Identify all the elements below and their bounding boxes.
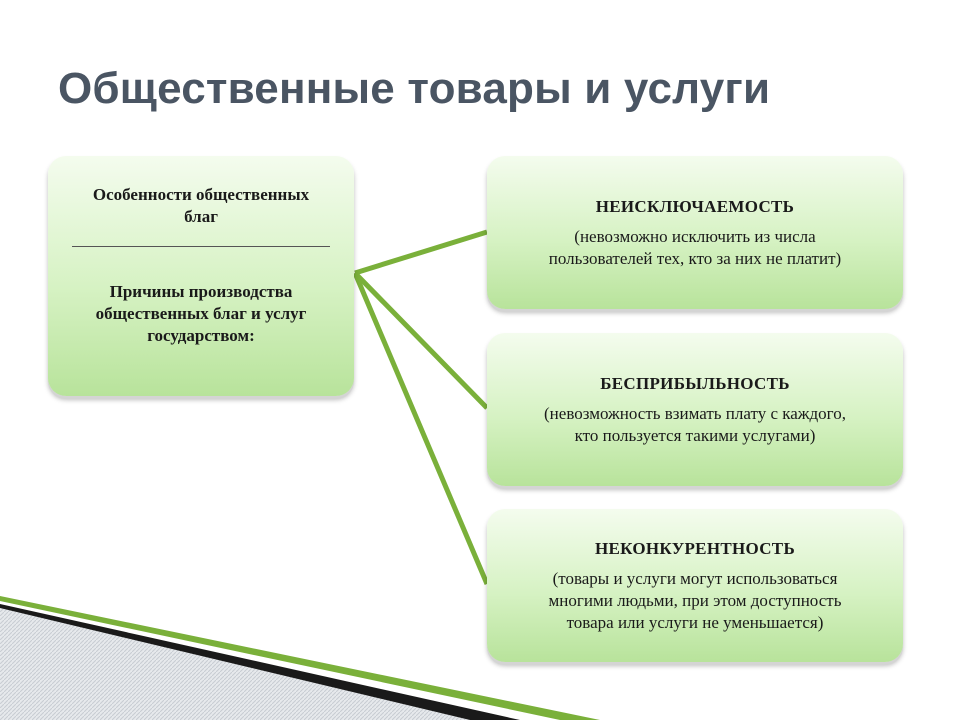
desc-line: (невозможность взимать плату с каждого, <box>544 403 846 423</box>
slide-title: Общественные товары и услуги <box>58 64 771 113</box>
black-wedge <box>0 604 520 720</box>
box-description: (невозможность взимать плату с каждого, … <box>501 403 889 447</box>
connector-line-3 <box>352 272 490 585</box>
desc-line: кто пользуется такими услугами) <box>574 425 816 445</box>
desc-line: товара или услуги не уменьшается) <box>566 612 824 632</box>
divider-line <box>72 246 330 247</box>
connector-line-1 <box>354 229 488 276</box>
desc-line: (невозможно исключить из числа <box>574 226 816 246</box>
connector-line-2 <box>353 271 489 410</box>
reasons-label-line-2: общественных благ и услуг <box>95 304 307 323</box>
non-excludability-box: НЕИСКЛЮЧАЕМОСТЬ (невозможно исключить из… <box>487 156 903 309</box>
box-description: (невозможно исключить из числа пользоват… <box>501 226 889 270</box>
features-box: Особенности общественных благ Причины пр… <box>48 156 354 396</box>
box-heading: НЕИСКЛЮЧАЕМОСТЬ <box>595 196 795 216</box>
box-heading: НЕКОНКУРЕНТНОСТЬ <box>595 538 795 558</box>
features-label-line-2: благ <box>184 207 218 226</box>
box-description: (товары и услуги могут использоваться мн… <box>501 568 889 634</box>
desc-line: пользователей тех, кто за них не платит) <box>548 248 842 268</box>
desc-line: (товары и услуги могут использоваться <box>552 568 838 588</box>
desc-line: многими людьми, при этом доступность <box>548 590 842 610</box>
box-heading: БЕСПРИБЫЛЬНОСТЬ <box>600 373 790 393</box>
reasons-label-line-3: государством: <box>147 326 255 345</box>
green-wedge <box>0 596 600 720</box>
reasons-label-line-1: Причины производства <box>109 282 293 301</box>
reasons-label: Причины производства общественных благ и… <box>60 281 342 347</box>
non-rivalry-box: НЕКОНКУРЕНТНОСТЬ (товары и услуги могут … <box>487 509 903 662</box>
features-label-line-1: Особенности общественных <box>92 185 310 204</box>
non-profitability-box: БЕСПРИБЫЛЬНОСТЬ (невозможность взимать п… <box>487 333 903 486</box>
